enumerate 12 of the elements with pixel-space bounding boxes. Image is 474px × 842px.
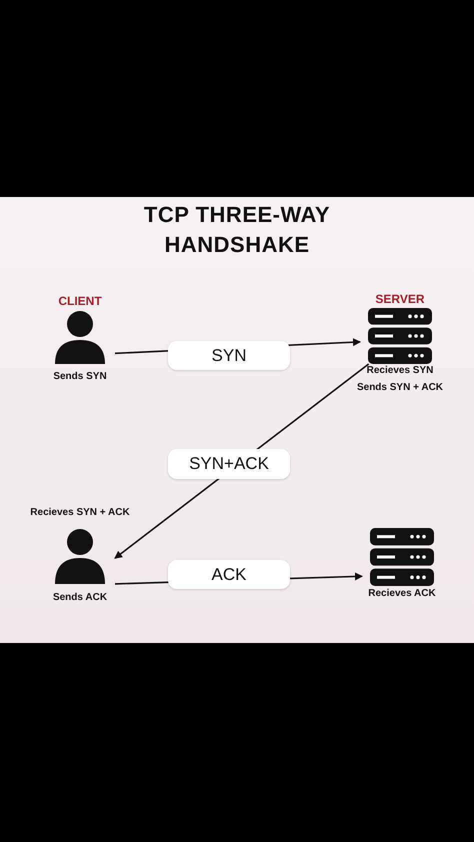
step-caption: Recieves SYN + ACK bbox=[29, 507, 131, 519]
role-heading: SERVER bbox=[374, 292, 426, 306]
edge-label: ACK bbox=[168, 560, 290, 589]
step-caption: Recieves SYN bbox=[366, 365, 434, 377]
step-caption: Recieves ACK bbox=[367, 588, 437, 600]
role-heading: CLIENT bbox=[57, 294, 103, 308]
edge-label: SYN+ACK bbox=[168, 449, 290, 479]
step-caption: Sends ACK bbox=[52, 592, 108, 604]
step-caption: Sends SYN + ACK bbox=[356, 382, 444, 394]
edge-label: SYN bbox=[168, 341, 290, 370]
diagram-title: TCP THREE-WAY HANDSHAKE bbox=[142, 201, 332, 259]
step-caption: Sends SYN bbox=[52, 371, 108, 383]
